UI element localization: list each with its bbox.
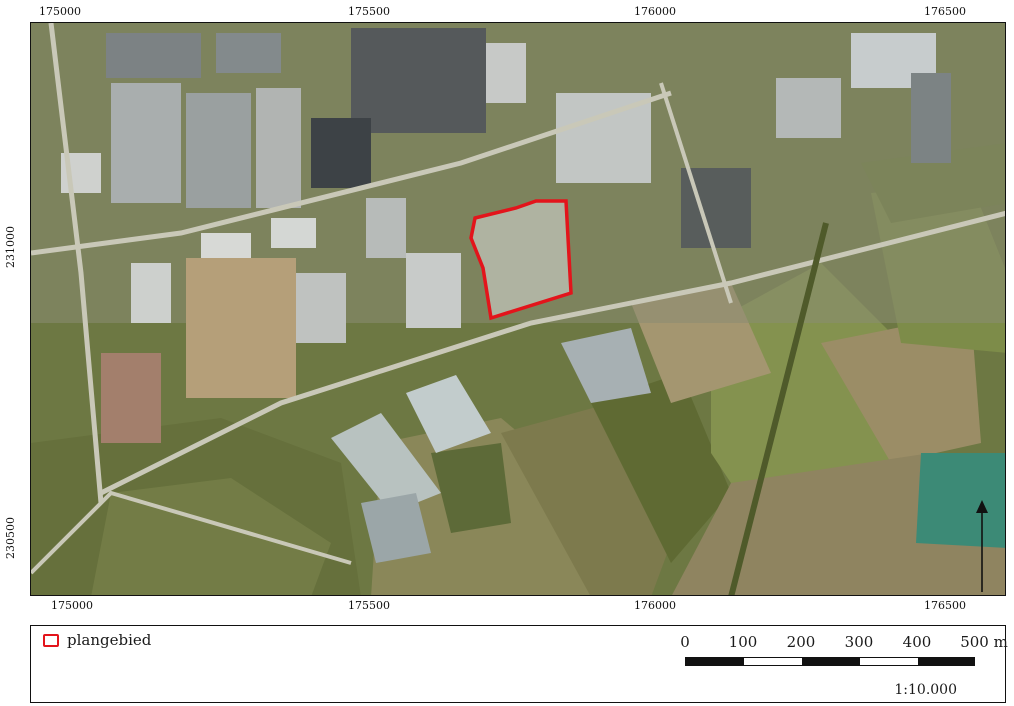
scale-segment [802,658,860,665]
y-tick-label: 230500 [4,517,17,559]
x-tick-label-bottom: 175000 [51,599,93,612]
building-roof [106,33,201,78]
building-roof [271,218,316,248]
greenhouse [916,453,1005,548]
scale-label: 500 m [960,633,1008,651]
x-tick-label-top: 176500 [924,5,966,18]
building-roof [291,273,346,343]
scale-segment [918,658,974,665]
aerial-map[interactable] [30,22,1006,596]
red-outline-square-icon [43,634,59,647]
building-roof [186,93,251,208]
building-roof [131,263,171,323]
field [821,313,981,463]
scale-segment [686,658,744,665]
building-roof [351,28,486,133]
building-roof [216,33,281,73]
open-land [186,258,296,398]
building-roof [366,198,406,258]
scale-label: 0 [680,633,690,651]
x-tick-label-top: 175500 [348,5,390,18]
building-roof [406,253,461,328]
building-roof [111,83,181,203]
greenhouse [361,493,431,563]
plan-area-outline[interactable] [469,199,573,321]
scale-bar: 0 100 200 300 400 500 m [680,633,1008,674]
road [99,210,1005,496]
road [31,90,672,256]
road [48,23,104,504]
scale-label: 400 [902,633,932,651]
road [659,82,733,304]
building-roof [311,118,371,188]
field [91,478,331,595]
y-tick-label: 231000 [4,226,17,268]
building-roof [256,88,301,208]
legend-label-plan-area: plangebied [67,631,152,649]
plan-area-site [471,201,571,318]
scale-bar-track [685,657,975,666]
x-tick-label-top: 175000 [39,5,81,18]
north-arrow-icon [976,500,988,592]
greenhouse [406,375,491,453]
x-tick-label-top: 176000 [634,5,676,18]
road [31,490,352,575]
scale-label: 200 [786,633,816,651]
building-roof [776,78,841,138]
x-tick-label-bottom: 176000 [634,599,676,612]
building-roof [486,43,526,103]
field [591,373,731,563]
x-tick-label-bottom: 176500 [924,599,966,612]
x-tick-label-bottom: 175500 [348,599,390,612]
building-roof [101,353,161,443]
legend: plangebied 0 100 200 300 400 500 m 1:10.… [30,625,1008,703]
scale-label: 300 [844,633,874,651]
scale-label: 100 [728,633,758,651]
greenhouse [331,413,441,513]
building-roof [911,73,951,163]
field [431,443,511,533]
greenhouse [561,328,651,403]
building-roof [556,93,651,183]
tree-line [728,222,829,595]
scale-ratio: 1:10.000 [894,682,957,698]
aerial-photo [31,23,1005,595]
